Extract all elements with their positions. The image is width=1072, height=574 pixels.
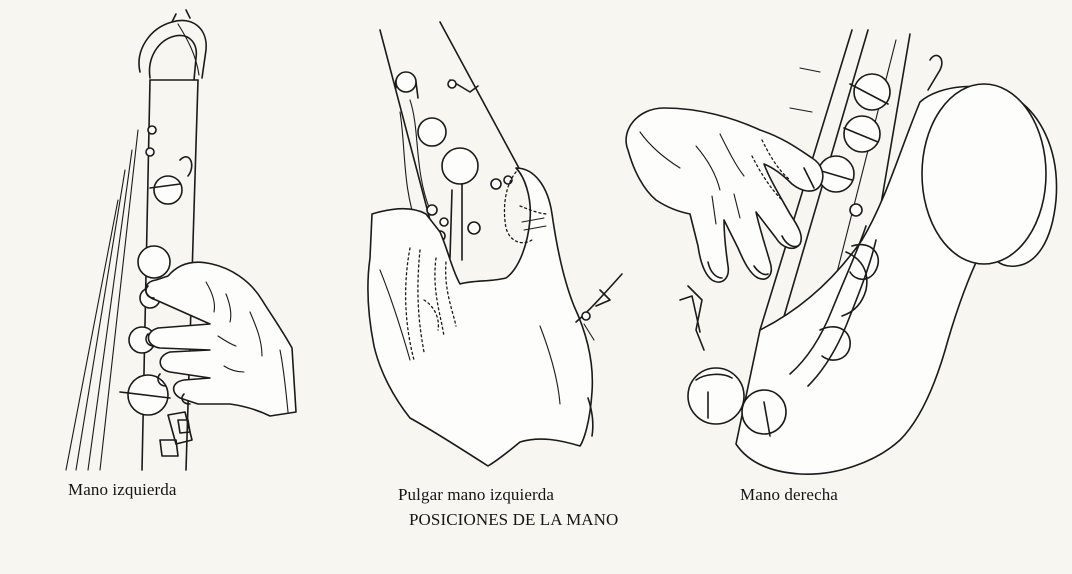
left-hand-caption: Mano izquierda <box>68 480 177 499</box>
saxophone-right-hand-illustration <box>625 29 1058 475</box>
saxophone-left-thumb-illustration <box>367 21 623 467</box>
right-hand-caption: Mano derecha <box>740 485 838 504</box>
hand-positions-figure <box>65 9 1058 475</box>
figure-title: POSICIONES DE LA MANO <box>409 510 619 529</box>
left-thumb-caption: Pulgar mano izquierda <box>398 485 554 504</box>
saxophone-left-hand-illustration <box>65 9 297 471</box>
